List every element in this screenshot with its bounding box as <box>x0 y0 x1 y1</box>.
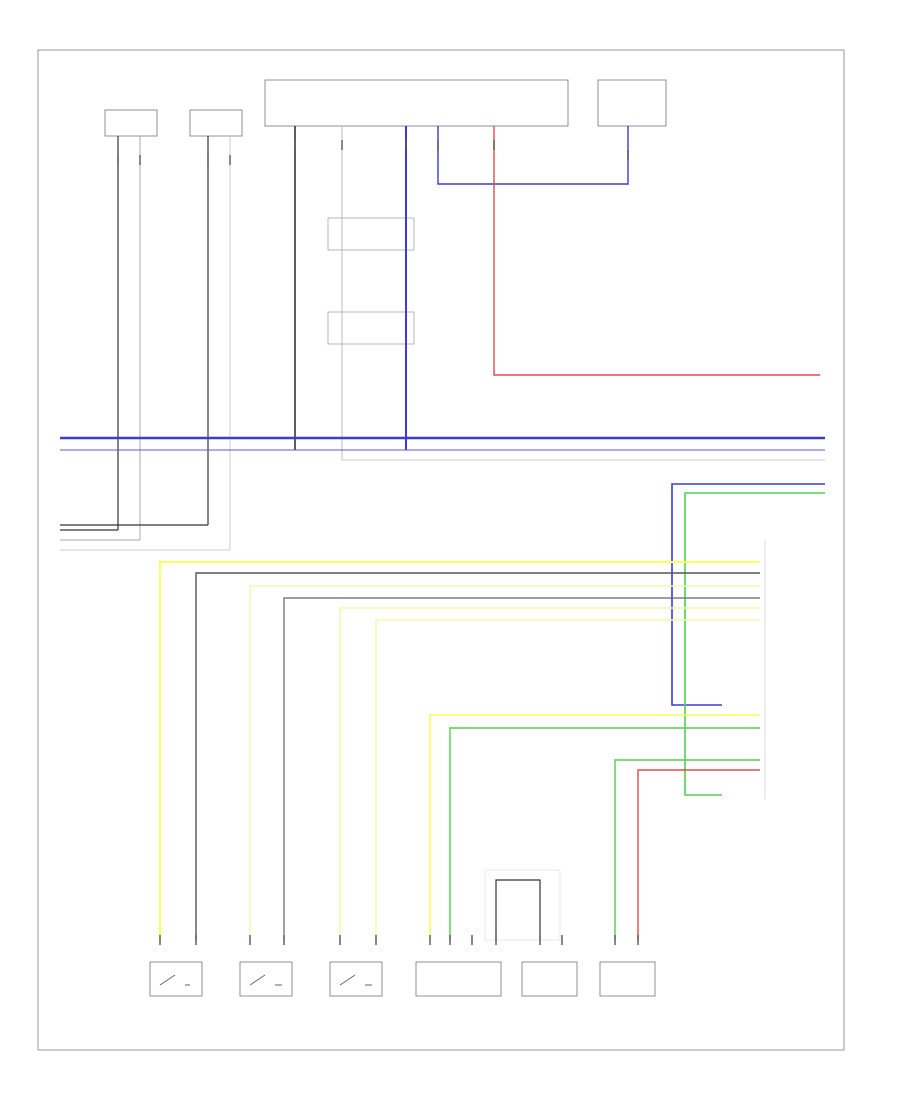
front-left-door-speed-sensor-box <box>189 109 243 137</box>
wire-yellow-2 <box>249 585 760 940</box>
front-seat-occupant-sensor-box <box>415 961 502 997</box>
relay-box-2 <box>327 311 415 345</box>
wire-green-5 <box>449 727 760 940</box>
wire-jb-blue-to-meter <box>437 126 629 185</box>
wire-black-2 <box>283 597 760 940</box>
front-driver-seat-belt-buckle-switch-box <box>239 961 293 997</box>
wire-yellow-5 <box>429 714 760 940</box>
combination-meter-box <box>597 79 667 127</box>
wire-blue-right <box>671 483 825 706</box>
front-passenger-seat-belt-buckle-switch-box <box>149 961 203 997</box>
wire-green-6 <box>614 759 760 940</box>
wire-ecu-loop <box>495 879 541 940</box>
wire-black-1 <box>195 572 760 940</box>
wire-yellow-1 <box>159 561 760 940</box>
wire-jb-red <box>493 126 820 376</box>
switch-symbol-1 <box>159 974 190 986</box>
remote-side-airbag-sensor-box <box>599 961 656 997</box>
front-right-door-speed-sensor-box <box>104 109 158 137</box>
switch-symbol-3 <box>339 974 372 986</box>
wire-red-6 <box>637 769 760 940</box>
diagram-frame <box>37 49 845 1051</box>
bottom-connector-ticks <box>159 935 639 945</box>
wire-yellow-4 <box>375 619 760 940</box>
wire-green-right <box>684 492 825 796</box>
wire-yellow-3 <box>339 607 760 940</box>
top-connector-ticks <box>117 140 629 165</box>
ecu-dashed-outline <box>484 869 561 941</box>
front-seat-position-sensor-box <box>329 961 383 997</box>
switch-symbol-2 <box>249 974 282 986</box>
relay-box-1 <box>327 217 415 251</box>
junction-block-top-box <box>264 79 569 127</box>
front-occupant-classification-ecu-box <box>521 961 578 997</box>
